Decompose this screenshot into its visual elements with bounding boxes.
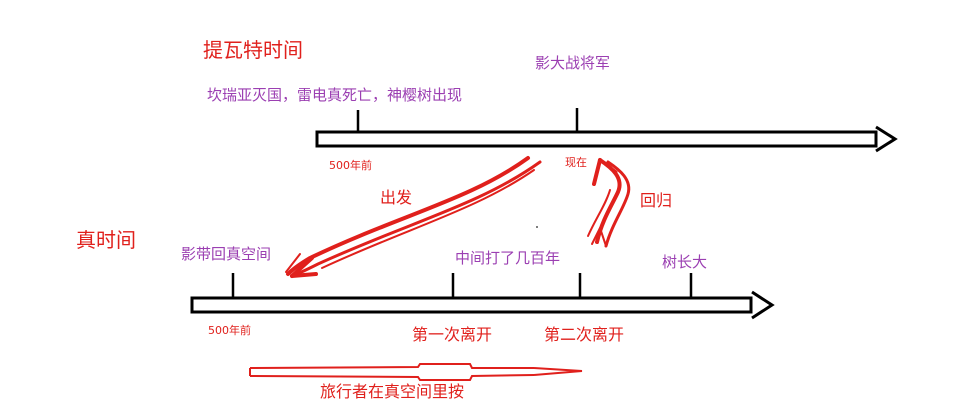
teyvat-timeline-arrowhead [875, 125, 898, 153]
teyvat-event-left: 坎瑞亚灭国，雷电真死亡，神樱树出现 [207, 86, 463, 104]
true-event-left: 影带回真空间 [181, 245, 272, 263]
true-timeline-arrowhead [751, 290, 775, 320]
true-event-right: 树长大 [662, 253, 708, 271]
bottom-red-line [249, 363, 583, 381]
true-event-middle: 中间打了几百年 [455, 249, 561, 267]
teyvat-event-right: 影大战将军 [535, 54, 611, 72]
teyvat-tick-now-label: 现在 [565, 156, 587, 169]
depart-arrow [285, 156, 542, 278]
return-label: 回归 [640, 191, 673, 210]
true-timeline-bar [190, 296, 753, 314]
teyvat-tick-left-label: 500年前 [329, 159, 372, 172]
teyvat-time-title: 提瓦特时间 [203, 38, 303, 62]
depart-label: 出发 [380, 188, 413, 207]
second-leave-label: 第二次离开 [544, 325, 625, 344]
return-arrow [587, 158, 631, 248]
true-time-title: 真时间 [76, 228, 136, 252]
stray-dot [536, 226, 538, 228]
teyvat-timeline-bar [315, 130, 878, 148]
bottom-note: 旅行者在真空间里按 [320, 382, 465, 400]
teyvat-timeline [315, 108, 898, 153]
first-leave-label: 第一次离开 [412, 325, 493, 344]
true-tick-left-label: 500年前 [208, 324, 251, 337]
true-timeline [190, 273, 775, 320]
